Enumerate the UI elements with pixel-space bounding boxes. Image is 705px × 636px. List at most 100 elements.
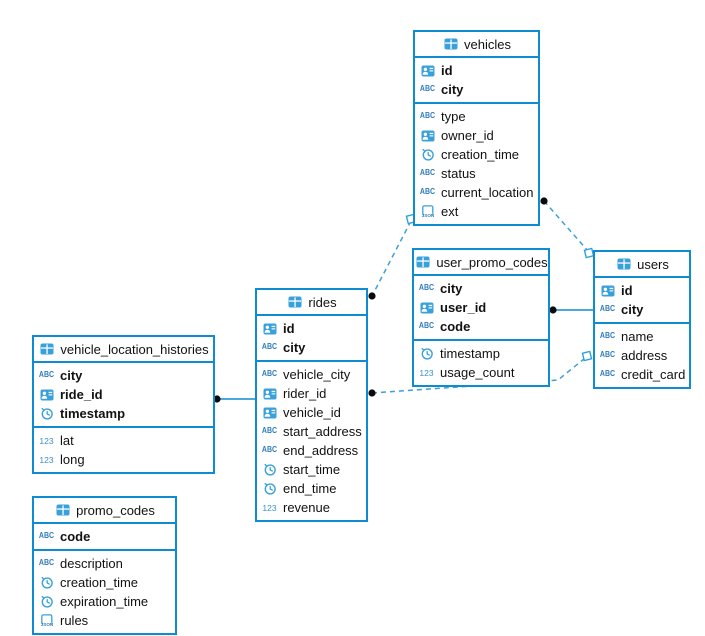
column-row-vehicles-id[interactable]: id — [415, 61, 538, 80]
abc-text-icon: ABC — [38, 371, 55, 380]
json-icon: JSON — [38, 614, 55, 627]
column-name: status — [441, 166, 476, 181]
column-row-vehicles-ext[interactable]: JSON ext — [415, 202, 538, 221]
column-name: creation_time — [60, 575, 139, 590]
column-name: id — [283, 321, 295, 336]
abc-text-icon: ABC — [38, 559, 55, 568]
column-row-vehicles-owner_id[interactable]: owner_id — [415, 126, 538, 145]
column-name: description — [60, 556, 123, 571]
column-name: user_id — [440, 300, 487, 315]
column-row-user_promo_codes-user_id[interactable]: user_id — [414, 298, 548, 317]
column-name: end_address — [283, 443, 359, 458]
table-header-vehicles[interactable]: vehicles — [415, 32, 538, 58]
column-name: start_address — [283, 424, 362, 439]
abc-text-icon: ABC — [38, 532, 55, 541]
id-badge-icon — [599, 285, 616, 297]
column-name: ext — [441, 204, 459, 219]
json-icon: JSON — [419, 205, 436, 218]
id-badge-icon — [261, 388, 278, 400]
column-row-rides-id[interactable]: id — [257, 319, 366, 338]
id-badge-icon — [261, 407, 278, 419]
column-name: vehicle_city — [283, 367, 351, 382]
table-icon — [54, 504, 71, 516]
id-badge-icon — [38, 389, 55, 401]
table-header-rides[interactable]: rides — [257, 290, 366, 316]
column-row-promo_codes-expiration_time[interactable]: expiration_time — [34, 592, 175, 611]
id-badge-icon — [419, 130, 436, 142]
column-name: city — [621, 302, 644, 317]
column-row-rides-vehicle_id[interactable]: vehicle_id — [257, 403, 366, 422]
column-row-promo_codes-description[interactable]: ABC description — [34, 554, 175, 573]
column-row-vehicles-creation_time[interactable]: creation_time — [415, 145, 538, 164]
svg-text:JSON: JSON — [421, 213, 434, 218]
table-header-vehicle_location_histories[interactable]: vehicle_location_histories — [34, 337, 213, 363]
column-row-rides-start_time[interactable]: start_time — [257, 460, 366, 479]
table-icon — [414, 256, 431, 268]
relationship-vehicles-rides[interactable] — [368, 213, 417, 300]
table-icon — [38, 343, 55, 355]
table-name: vehicle_location_histories — [60, 341, 209, 357]
id-badge-icon — [418, 302, 435, 314]
column-row-promo_codes-rules[interactable]: JSON rules — [34, 611, 175, 630]
abc-text-icon: ABC — [599, 351, 616, 360]
column-row-rides-rider_id[interactable]: rider_id — [257, 384, 366, 403]
column-row-vehicle_location_histories-timestamp[interactable]: timestamp — [34, 404, 213, 423]
column-name: city — [440, 281, 463, 296]
table-header-users[interactable]: users — [595, 252, 689, 278]
column-row-rides-end_time[interactable]: end_time — [257, 479, 366, 498]
relationship-user_promo_codes-users[interactable] — [549, 306, 593, 314]
column-row-vehicle_location_histories-ride_id[interactable]: ride_id — [34, 385, 213, 404]
relationship-vehicle_location_histories-rides[interactable] — [213, 395, 255, 403]
column-name: creation_time — [441, 147, 520, 162]
column-name: id — [441, 63, 453, 78]
table-header-promo_codes[interactable]: promo_codes — [34, 498, 175, 524]
clock-icon — [38, 576, 55, 589]
table-header-user_promo_codes[interactable]: user_promo_codes — [414, 250, 548, 276]
endpoint-dot-marker — [540, 197, 548, 205]
clock-icon — [261, 482, 278, 495]
column-name: city — [441, 82, 464, 97]
abc-text-icon: ABC — [261, 343, 278, 352]
endpoint-dot-marker — [368, 389, 376, 397]
column-row-user_promo_codes-timestamp[interactable]: timestamp — [414, 344, 548, 363]
endpoint-dot-marker — [549, 306, 557, 314]
column-row-promo_codes-creation_time[interactable]: creation_time — [34, 573, 175, 592]
column-name: end_time — [283, 481, 337, 496]
column-name: owner_id — [441, 128, 494, 143]
column-name: long — [60, 452, 85, 467]
column-row-users-id[interactable]: id — [595, 281, 689, 300]
